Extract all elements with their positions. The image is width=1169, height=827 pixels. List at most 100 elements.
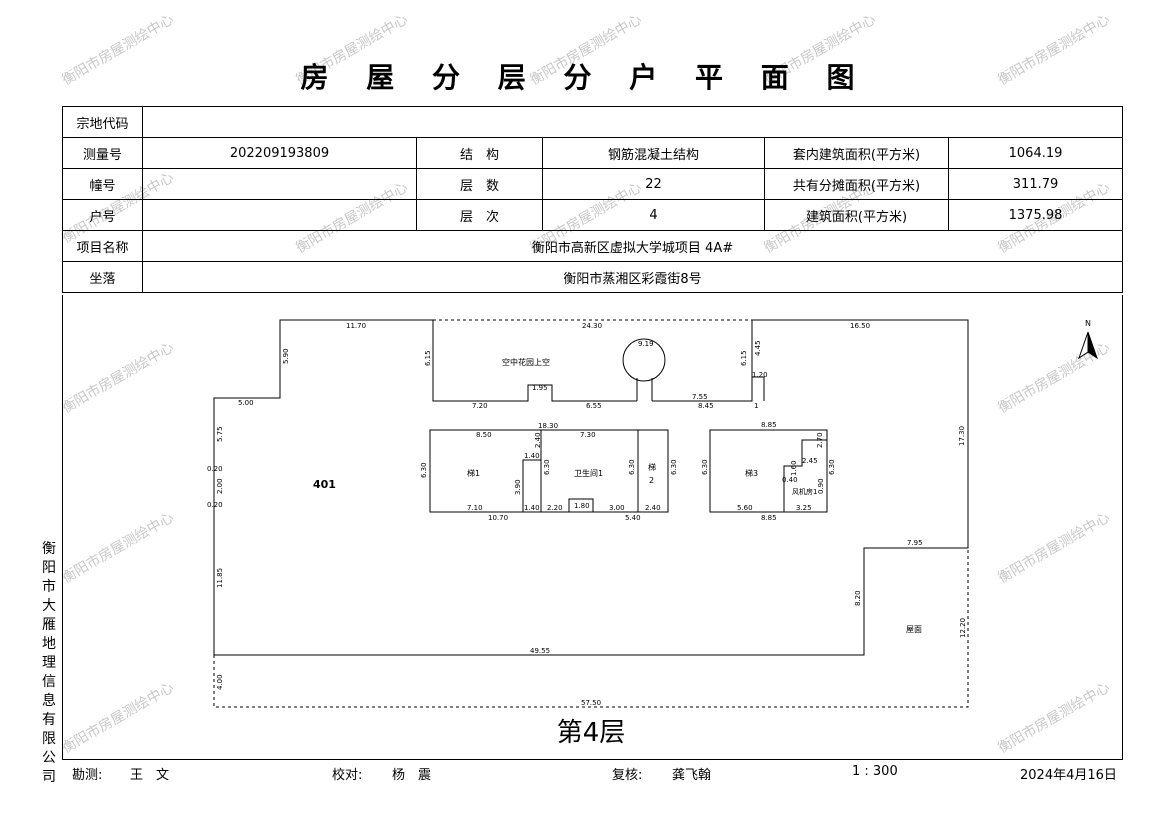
total-area-value: 1375.98 — [947, 199, 1124, 231]
north-arrow-icon — [1078, 331, 1098, 360]
dim: 8.20 — [854, 590, 862, 606]
dim: 0.20 — [207, 465, 223, 473]
total-area-label: 建筑面积(平方米) — [764, 199, 949, 231]
dim: 6.30 — [701, 459, 709, 475]
dim: 1.20 — [752, 371, 768, 379]
dim: 6.30 — [828, 459, 836, 475]
floor-plan-frame — [62, 295, 1123, 760]
dim: 1.80 — [574, 502, 590, 510]
dim: 7.20 — [472, 402, 488, 410]
surveyor-name: 王 文 — [130, 768, 170, 783]
building-no-label: 幢号 — [62, 168, 143, 200]
dim: 5.40 — [625, 514, 641, 522]
room-label: 梯 — [648, 462, 656, 472]
shaft — [522, 459, 542, 513]
dim: 1.95 — [532, 384, 548, 392]
round-feature — [622, 338, 666, 382]
info-table: 宗地代码 测量号 202209193809 结 构 钢筋混凝土结构 套内建筑面积… — [62, 106, 1124, 293]
room-label: 风机房1 — [792, 487, 817, 496]
dim: 7.55 — [692, 393, 708, 401]
dim: 57.50 — [581, 699, 601, 707]
dim: 6.15 — [740, 350, 748, 366]
room-label: 空中花园上空 — [502, 357, 550, 367]
page-title: 房 屋 分 层 分 户 平 面 图 — [300, 61, 869, 94]
checker-name: 杨 震 — [392, 768, 432, 783]
dim: 8.45 — [698, 402, 714, 410]
dim: 5.75 — [216, 426, 224, 442]
dim: 1.60 — [790, 460, 798, 476]
dim: 4.00 — [216, 674, 224, 690]
dim: 6.55 — [586, 402, 602, 410]
dim: 5.90 — [282, 348, 290, 364]
dim: 9.19 — [638, 340, 654, 348]
garden-recess — [432, 320, 637, 402]
dim: 7.95 — [907, 539, 923, 547]
stair3-block — [709, 429, 828, 513]
duct-room — [783, 439, 827, 512]
shared-area-value: 311.79 — [947, 168, 1124, 200]
dim: 2.00 — [216, 478, 224, 494]
floor-caption: 第4层 — [557, 718, 626, 748]
company-name: 衡阳市大雁地理信息有限公司 — [42, 541, 56, 785]
dim: 0.40 — [782, 476, 798, 484]
dim: 8.50 — [476, 431, 492, 439]
dim: 6.15 — [424, 350, 432, 366]
floor-no-value: 4 — [542, 199, 765, 231]
garden-recess — [652, 320, 753, 402]
room-label: 梯3 — [745, 468, 758, 478]
parcel-code-label: 宗地代码 — [62, 106, 143, 138]
dim: 3.00 — [609, 504, 625, 512]
dim: 8.85 — [761, 421, 777, 429]
dim: 0.90 — [817, 478, 825, 494]
dimensions: 11.70 24.30 16.50 5.00 7.20 6.55 7.55 8.… — [207, 322, 967, 707]
dim: 3.90 — [514, 479, 522, 495]
reviewer-label: 复核: — [612, 768, 643, 783]
dim: 2.40 — [645, 504, 661, 512]
dim: 7.10 — [467, 504, 483, 512]
dim: 1 — [754, 402, 758, 410]
surveyor-label: 勘测: — [72, 768, 103, 783]
dim: 6.30 — [628, 459, 636, 475]
project-label: 项目名称 — [62, 230, 143, 262]
plan-outline — [213, 319, 969, 656]
dim: 17.30 — [958, 426, 966, 446]
dim: 0.20 — [207, 501, 223, 509]
dim: 6.30 — [670, 459, 678, 475]
dim: 49.55 — [530, 647, 550, 655]
scale: 1 : 300 — [852, 764, 898, 779]
dim: 6.30 — [543, 459, 551, 475]
dim: 5.60 — [737, 504, 753, 512]
dim: 2.70 — [816, 432, 824, 448]
shaft — [568, 498, 594, 513]
dashed-boundary — [213, 548, 969, 708]
dim: 16.50 — [850, 322, 870, 330]
dim: 24.30 — [582, 322, 602, 330]
room-label: 卫生间1 — [574, 468, 603, 478]
unit-label: 401 — [313, 478, 336, 491]
room-label: 屋面 — [906, 625, 922, 634]
dim: 3.25 — [796, 504, 812, 512]
stair1-block — [429, 429, 669, 513]
dim: 8.85 — [761, 514, 777, 522]
dim: 7.30 — [580, 431, 596, 439]
dim: 1.40 — [524, 504, 540, 512]
room-label: 梯1 — [467, 468, 480, 478]
room-label: 2 — [649, 476, 654, 485]
dim: 4.45 — [754, 340, 762, 356]
dim: 18.30 — [538, 422, 558, 430]
dim: 6.30 — [420, 462, 428, 478]
dim: 2.40 — [534, 432, 542, 448]
reviewer-name: 龚飞翰 — [672, 768, 712, 783]
dim: 5.00 — [238, 399, 254, 407]
dim: 11.70 — [346, 322, 366, 330]
dim: 1.40 — [524, 452, 540, 460]
dim: 10.70 — [488, 514, 508, 522]
garden-recess — [752, 376, 765, 401]
dim: 11.85 — [216, 568, 224, 588]
structure-value: 钢筋混凝土结构 — [542, 137, 765, 169]
location-value: 衡阳市蒸湘区彩霞街8号 — [141, 261, 1124, 293]
checker-label: 校对: — [332, 768, 363, 783]
dim: 2.45 — [802, 457, 818, 465]
dim: 2.20 — [547, 504, 563, 512]
